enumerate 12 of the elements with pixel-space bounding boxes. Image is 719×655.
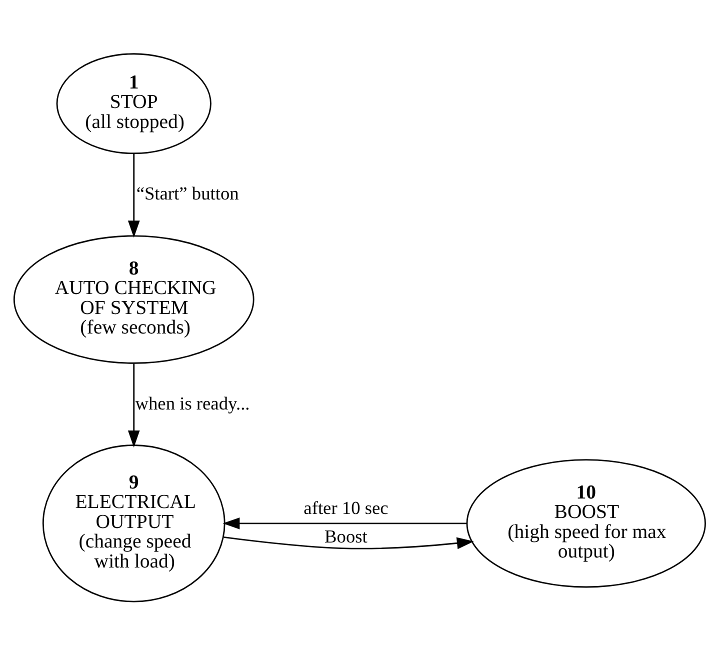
edge-label: “Start” button: [136, 183, 239, 204]
edge-label: Boost: [324, 526, 368, 546]
node-ellipse: 9 ELECTRICAL OUTPUT (change speed with load): [42, 444, 226, 602]
edge-label: after 10 sec: [304, 498, 388, 518]
arrow: [128, 154, 140, 238]
edge-label: when is ready...: [135, 393, 250, 414]
arrow: [224, 536, 474, 550]
arrow: [128, 364, 140, 448]
node-ellipse: 10 BOOST (high speed for max output): [466, 459, 706, 588]
arrow: [222, 517, 467, 530]
node-ellipse: 8 AUTO CHECKING OF SYSTEM (few seconds): [13, 235, 254, 364]
node-ellipse: 1 STOP (all stopped): [56, 53, 212, 154]
